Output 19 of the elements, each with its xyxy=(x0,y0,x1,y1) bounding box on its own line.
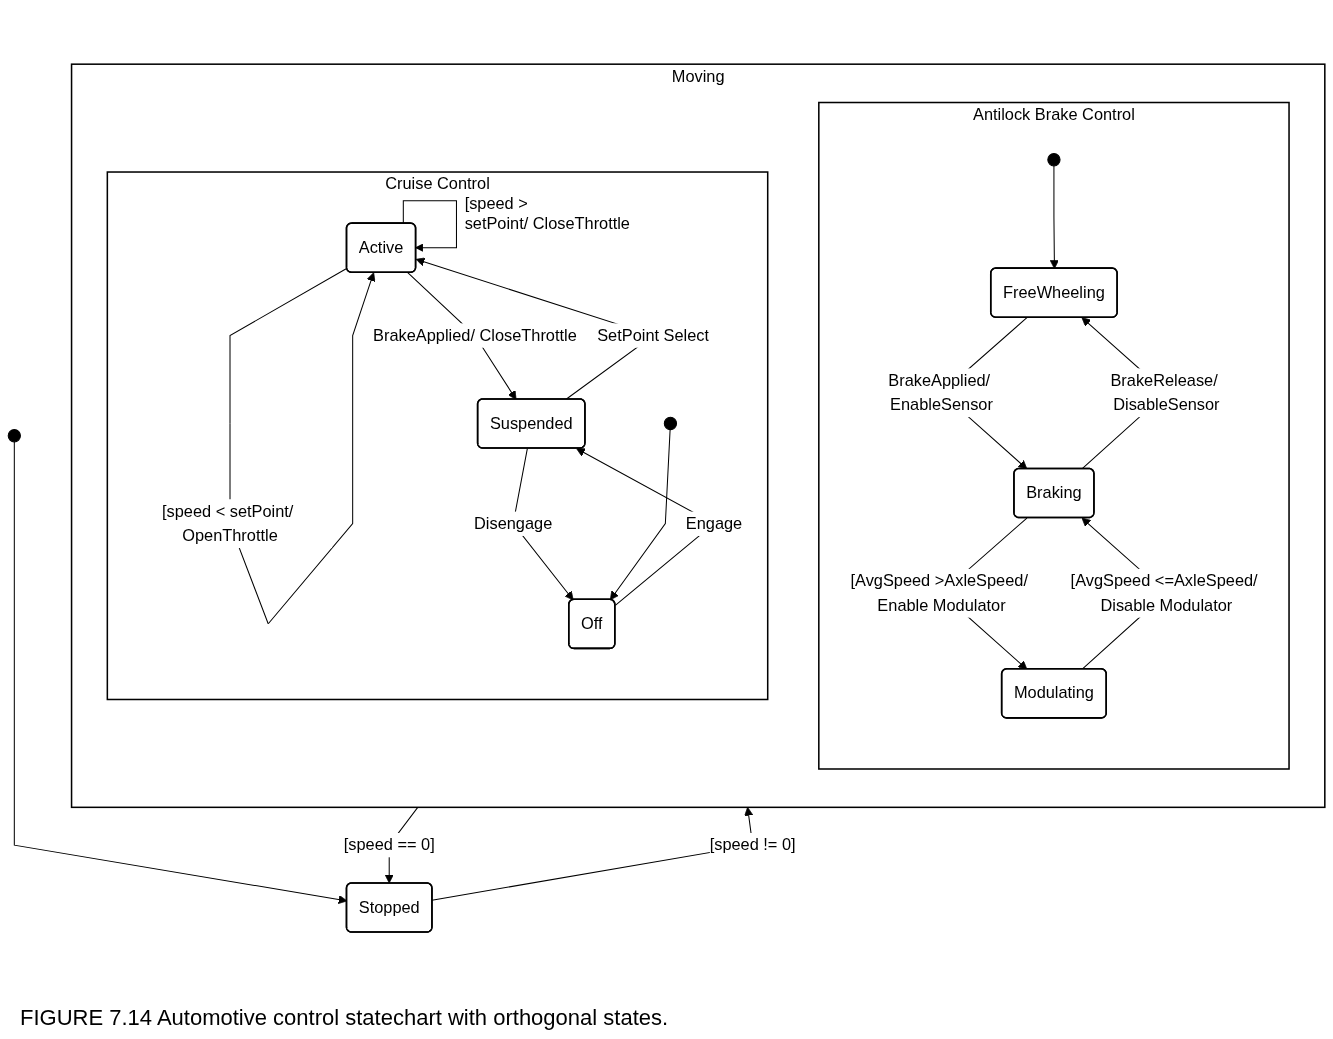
node-circle xyxy=(7,429,21,443)
edge-label: [speed < setPoint/ OpenThrottle xyxy=(162,502,294,545)
arrow xyxy=(1049,165,1059,270)
edge-label: BrakeApplied/ CloseThrottle xyxy=(373,326,577,345)
self-loop-arrow xyxy=(402,200,457,253)
edge-label: [AvgSpeed <=AxleSpeed/ Disable Modulator xyxy=(1070,572,1258,615)
edge-label: [speed == 0] xyxy=(343,836,435,854)
edge-label: [speed > setPoint/ CloseThrottle xyxy=(464,194,630,233)
edge-label: Disengage xyxy=(474,514,553,533)
node-circle xyxy=(663,417,678,431)
figure-caption: FIGURE 7.14 Automotive control statechart with orthogonal states. xyxy=(19,1004,670,1032)
edge-label: [AvgSpeed >AxleSpeed/ Enable Modulator xyxy=(850,572,1028,615)
node-circle xyxy=(1047,153,1061,167)
edge-label: BrakeRelease/ DisableSensor xyxy=(1110,371,1220,414)
edge-label: Engage xyxy=(685,514,743,533)
edge-label: [speed != 0] xyxy=(709,836,796,854)
edge-label: BrakeApplied/ EnableSensor xyxy=(888,371,993,414)
edge-label: SetPoint Select xyxy=(597,326,710,345)
arrow xyxy=(609,429,671,601)
